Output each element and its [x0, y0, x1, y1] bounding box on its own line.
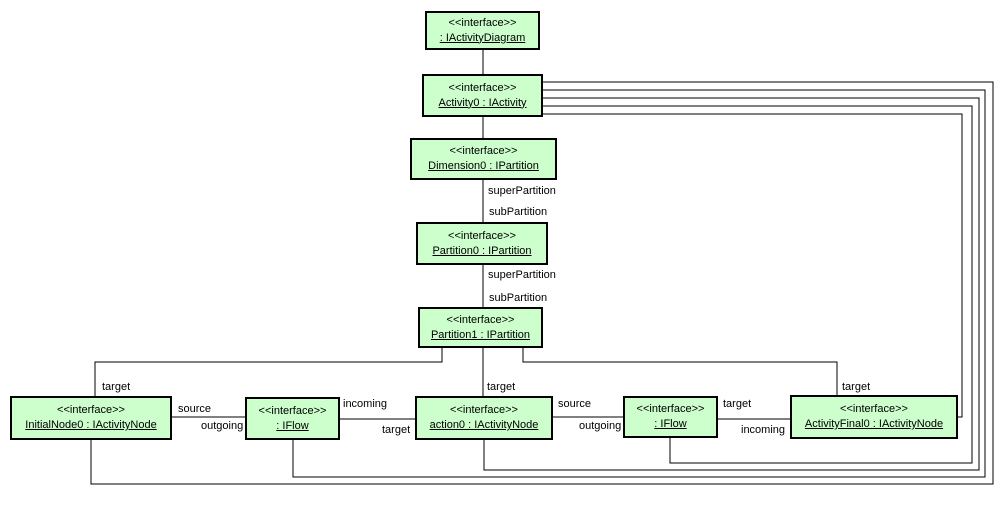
edge-label-target: target — [102, 381, 131, 393]
node-name: Partition1 : IPartition — [430, 328, 531, 341]
edge-activity0-activityfinal0 — [543, 113, 963, 418]
node-name: InitialNode0 : IActivityNode — [25, 419, 157, 431]
node-partition1[interactable]: <<interface>> Partition1 : IPartition — [418, 307, 543, 348]
node-dimension0[interactable]: <<interface>> Dimension0 : IPartition — [410, 138, 557, 180]
edge-label-target: target — [842, 381, 871, 393]
node-stereotype: <<interface>> — [449, 145, 518, 157]
edge-label-superpartition: superPartition — [488, 269, 556, 281]
edge-label-target: target — [382, 424, 411, 436]
edge-label-target: target — [487, 381, 516, 393]
node-stereotype: <<interface>> — [840, 403, 908, 415]
node-stereotype: <<interface>> — [258, 404, 327, 417]
node-name: : IFlow — [276, 419, 309, 432]
node-name: : IFlow — [654, 418, 687, 430]
edge-label-incoming: incoming — [741, 424, 786, 436]
node-stereotype: <<interface>> — [57, 404, 125, 416]
edge-activity0-action0 — [483, 97, 980, 471]
edge-label-source: source — [558, 398, 592, 410]
edge-label-incoming: incoming — [343, 398, 388, 410]
node-activity0[interactable]: <<interface>> Activity0 : IActivity — [422, 74, 543, 117]
node-stereotype: <<interface>> — [448, 16, 517, 29]
node-stereotype: <<interface>> — [450, 404, 518, 416]
edge-partition1-activityfinal0-target — [522, 348, 838, 395]
node-activityfinal0[interactable]: <<interface>> ActivityFinal0 : IActivity… — [790, 395, 958, 439]
node-stereotype: <<interface>> — [448, 81, 517, 94]
edge-activity0-iflow1 — [292, 89, 986, 478]
node-stereotype: <<interface>> — [636, 403, 705, 415]
node-iflow-1[interactable]: <<interface>> : IFlow — [245, 397, 340, 440]
node-name: ActivityFinal0 : IActivityNode — [804, 418, 944, 430]
edge-label-subpartition: subPartition — [489, 292, 548, 304]
edge-label-subpartition: subPartition — [489, 206, 548, 218]
edge-label-outgoing: outgoing — [579, 420, 622, 432]
edge-label-target: target — [723, 398, 752, 410]
edge-activity0-iflow2 — [543, 105, 973, 464]
node-iflow-2[interactable]: <<interface>> : IFlow — [623, 396, 718, 438]
node-name: Partition0 : IPartition — [432, 244, 532, 257]
node-stereotype: <<interface>> — [448, 229, 516, 242]
edge-label-superpartition: superPartition — [488, 185, 556, 197]
edge-partition1-initialnode0-target — [94, 348, 443, 396]
node-name: : IActivityDiagram — [439, 31, 526, 44]
node-name: Dimension0 : IPartition — [428, 160, 539, 172]
edge-label-source: source — [178, 403, 212, 415]
node-name: action0 : IActivityNode — [429, 419, 539, 431]
edge-label-outgoing: outgoing — [201, 420, 244, 432]
node-stereotype: <<interface>> — [446, 313, 515, 326]
node-name: Activity0 : IActivity — [438, 96, 527, 109]
node-action0[interactable]: <<interface>> action0 : IActivityNode — [415, 396, 553, 440]
node-partition0[interactable]: <<interface>> Partition0 : IPartition — [416, 222, 548, 265]
node-activity-diagram[interactable]: <<interface>> : IActivityDiagram — [425, 11, 540, 50]
node-initialnode0[interactable]: <<interface>> InitialNode0 : IActivityNo… — [10, 396, 172, 440]
edge-activity0-initialnode0 — [90, 81, 994, 485]
